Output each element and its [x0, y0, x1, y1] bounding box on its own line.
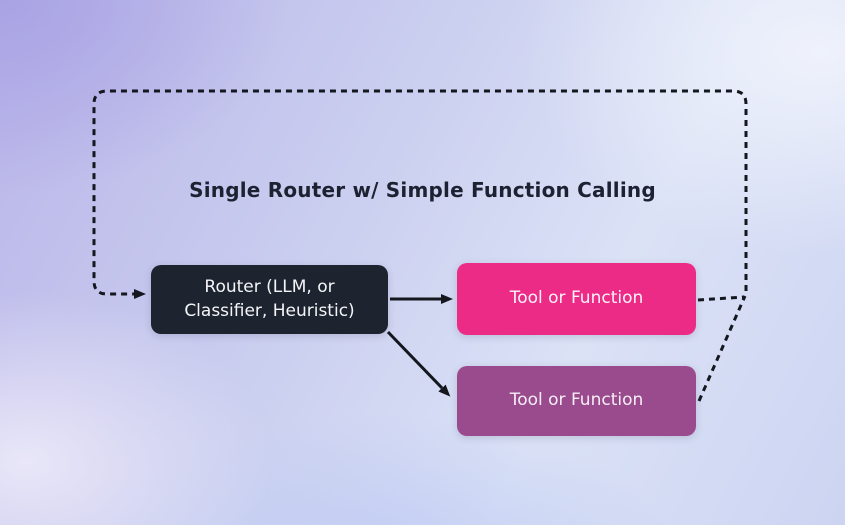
tool-top-feedback-dashed-path [697, 295, 745, 302]
router-node: Router (LLM, or Classifier, Heuristic) [151, 265, 388, 334]
diagram-title: Single Router w/ Simple Function Calling [189, 178, 656, 202]
tool-or-function-bottom-label: Tool or Function [509, 390, 644, 411]
tool-bottom-feedback-dashed-path [697, 295, 747, 402]
tool-or-function-top-node: Tool or Function [457, 263, 696, 335]
router-to-tool-bottom-arrow [386, 330, 451, 397]
router-node-label: Router (LLM, or Classifier, Heuristic) [184, 277, 355, 321]
tool-or-function-bottom-node: Tool or Function [457, 366, 696, 436]
tool-or-function-top-label: Tool or Function [509, 288, 644, 309]
